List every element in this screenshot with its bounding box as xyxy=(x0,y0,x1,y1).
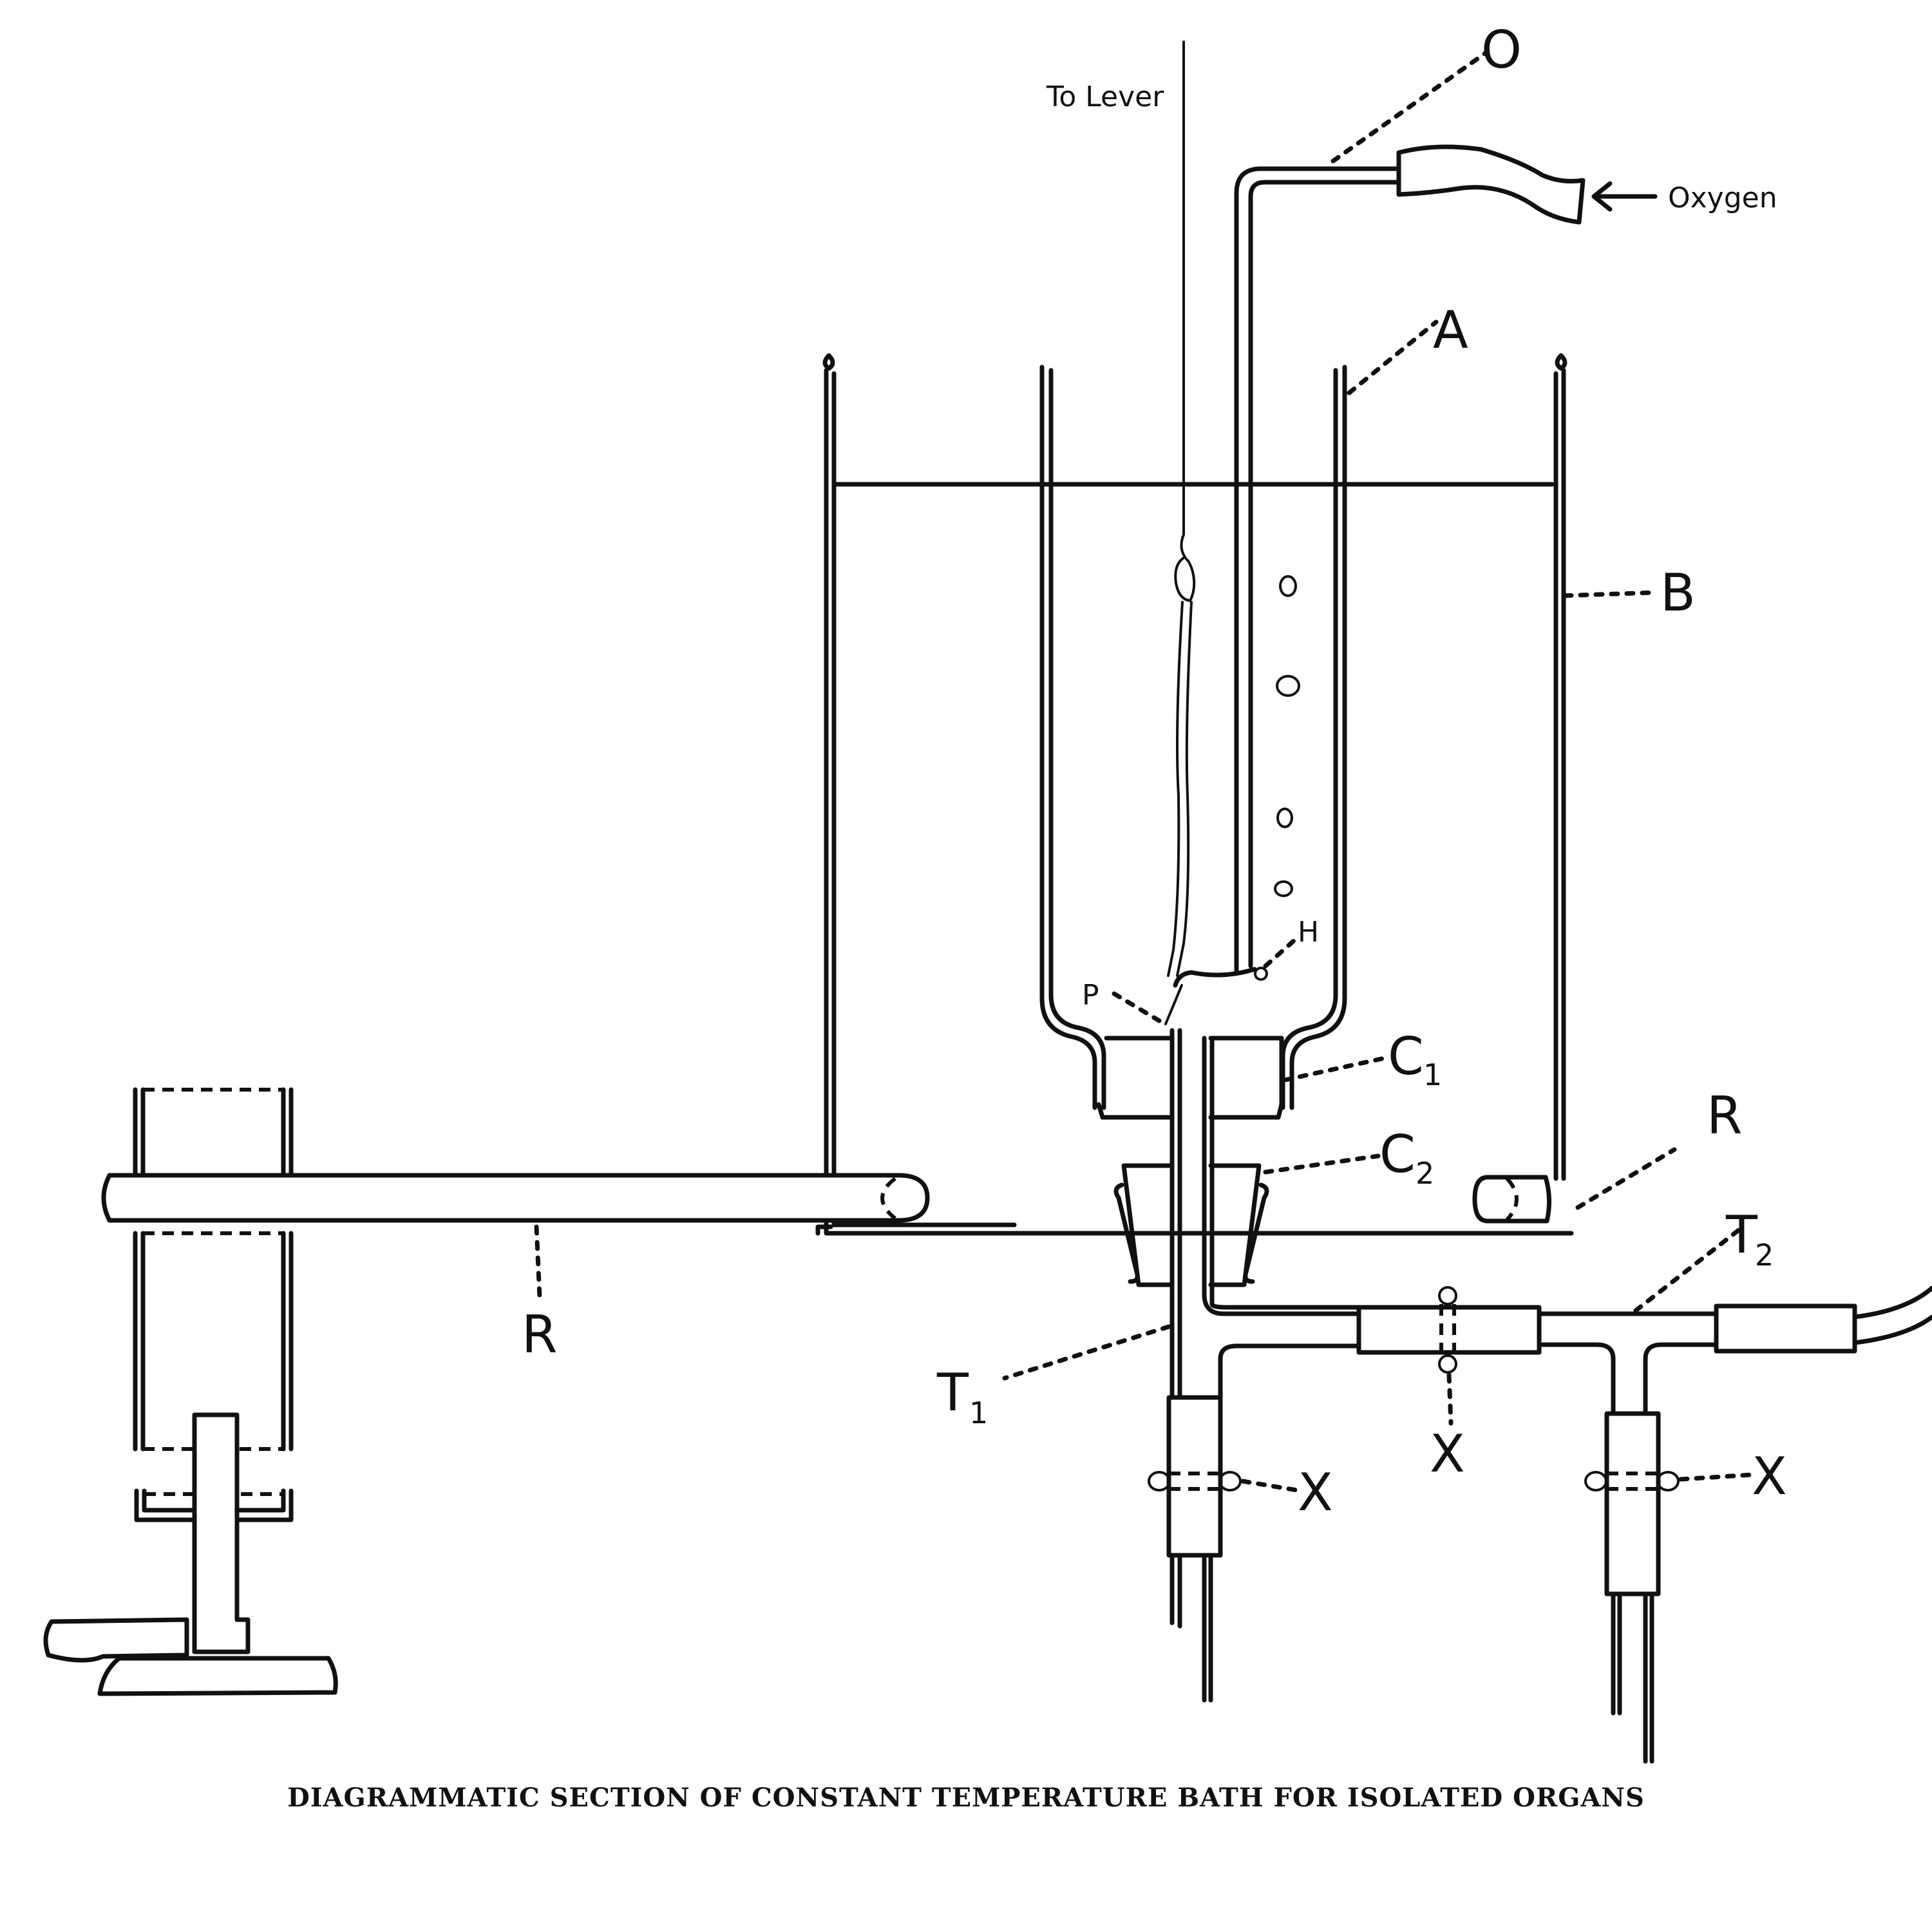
clamp-ring xyxy=(1584,1471,1607,1492)
label-T2: T xyxy=(1725,1205,1758,1265)
leader-T2 xyxy=(1633,1227,1741,1313)
leader-B xyxy=(1562,590,1658,598)
clamp-ring xyxy=(1218,1471,1242,1492)
label-H: H xyxy=(1298,916,1319,949)
oxygen-tube-inner xyxy=(1248,180,1403,969)
leader-C1 xyxy=(1282,1056,1387,1083)
label-B: B xyxy=(1660,563,1696,623)
outer-bath-left-wall-inner xyxy=(831,371,1017,1227)
label-X-left: X xyxy=(1298,1463,1333,1522)
leader-X-middle xyxy=(1446,1372,1454,1426)
heating-rod-right xyxy=(1472,1175,1552,1224)
tube-T2-branch xyxy=(1218,1343,1361,1423)
label-X-middle: X xyxy=(1430,1424,1465,1484)
isolated-organ xyxy=(1167,533,1196,977)
label-R-right: R xyxy=(1707,1086,1743,1146)
leader-R-right xyxy=(1575,1147,1677,1210)
leader-C2 xyxy=(1263,1153,1381,1175)
oxygen-outlet-hole xyxy=(1254,967,1268,981)
rod-right-dashed xyxy=(1505,1177,1519,1222)
inner-vessel-right-wall xyxy=(1289,365,1347,1110)
clamp-ring xyxy=(1148,1471,1171,1492)
clamp-tube-T1 xyxy=(1166,1395,1223,1558)
label-R-left: R xyxy=(522,1305,558,1365)
label-oxygen: Oxygen xyxy=(1668,182,1777,214)
outer-rim-right xyxy=(1555,353,1567,371)
leader-X-left xyxy=(1240,1479,1303,1493)
inner-vessel-left-wall xyxy=(1039,365,1097,1110)
tube-T2-tee-left xyxy=(1537,1342,1616,1416)
organ-lower-end xyxy=(1164,984,1183,1025)
label-C2: C xyxy=(1379,1124,1416,1184)
burner-base xyxy=(97,1656,338,1696)
rubber-tubing xyxy=(1396,144,1586,225)
clamp-ring xyxy=(1438,1286,1457,1305)
outer-bath-left-wall xyxy=(824,368,1574,1236)
tissue-hook xyxy=(1173,967,1257,988)
clip-left xyxy=(1113,1182,1140,1284)
inner-vessel-right-wall-inner xyxy=(1280,368,1338,1110)
leader-O xyxy=(1331,49,1490,164)
bubble xyxy=(1274,880,1293,897)
label-C2-sub: 2 xyxy=(1416,1156,1434,1191)
label-C1: C xyxy=(1388,1027,1424,1086)
rod-end-dashed xyxy=(880,1177,896,1220)
label-O: O xyxy=(1481,20,1522,80)
tube-exit-top xyxy=(1852,1285,1932,1320)
clip-right xyxy=(1243,1182,1269,1284)
leader-P xyxy=(1112,991,1162,1023)
burner-chimney xyxy=(133,1087,294,1522)
inner-vessel-left-wall-inner xyxy=(1048,368,1106,1110)
connector-T2-right xyxy=(1714,1303,1857,1354)
leader-H xyxy=(1263,938,1297,969)
bubble xyxy=(1276,808,1293,828)
leader-R-left xyxy=(534,1224,542,1300)
bubble xyxy=(1279,575,1297,597)
leader-X-right xyxy=(1678,1472,1754,1482)
clamp-ring xyxy=(1438,1354,1457,1374)
outer-rim-left xyxy=(822,353,835,371)
label-P: P xyxy=(1082,979,1099,1012)
heating-rod-left xyxy=(101,1173,930,1223)
clamp-ring xyxy=(1656,1471,1680,1492)
leader-A xyxy=(1347,319,1439,395)
clamp-tube-right xyxy=(1604,1411,1661,1596)
clamp-tube-T2-middle xyxy=(1356,1305,1542,1355)
oxygen-tube-outer xyxy=(1234,166,1403,975)
leader-T1 xyxy=(1002,1324,1171,1381)
gas-inlet xyxy=(43,1617,189,1663)
label-X-right: X xyxy=(1752,1446,1787,1506)
cork-C1 xyxy=(1096,1036,1284,1120)
bunsen-burner xyxy=(43,1412,338,1696)
tube-right-inner xyxy=(1209,1036,1361,1310)
label-A: A xyxy=(1433,300,1468,360)
rod-joint-left xyxy=(815,1224,833,1236)
label-to-lever: To Lever xyxy=(1046,80,1164,113)
label-T2-sub: 2 xyxy=(1755,1238,1774,1273)
tube-T2-tee-right xyxy=(1643,1342,1719,1416)
arrow-head-icon xyxy=(1591,181,1613,212)
bubble xyxy=(1276,675,1300,697)
label-T1: T xyxy=(936,1363,969,1423)
tube-exit-bottom xyxy=(1852,1314,1932,1345)
diagram-caption: Diagrammatic Section of Constant Tempera… xyxy=(287,1783,1645,1813)
label-T1-sub: 1 xyxy=(969,1396,988,1430)
label-C1-sub: 1 xyxy=(1423,1057,1442,1092)
cork-C2 xyxy=(1121,1163,1262,1287)
